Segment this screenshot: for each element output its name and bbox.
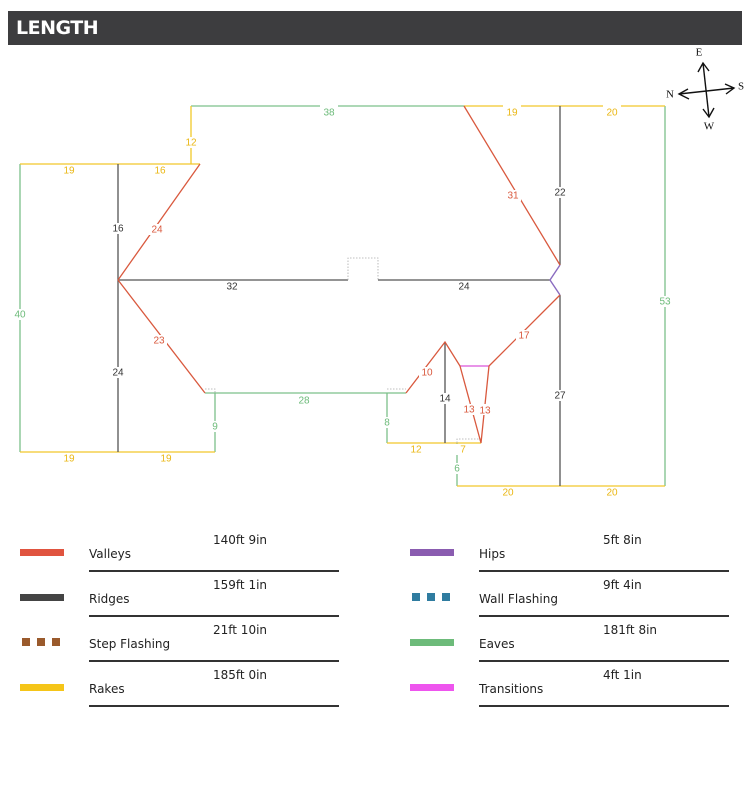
legend-item-step-flashing: Step Flashing 21ft 10in xyxy=(0,620,340,664)
step-flashing-swatch-icon xyxy=(22,638,66,646)
compass-east: E xyxy=(696,47,703,59)
legend-name: Valleys xyxy=(89,547,132,561)
legend-name: Transitions xyxy=(479,682,544,696)
compass-icon xyxy=(677,61,736,119)
label-valley-10: 10 xyxy=(421,368,433,379)
label-ridge-24-center: 24 xyxy=(458,282,470,293)
label-rake-bottom-20a: 20 xyxy=(502,488,514,499)
rakes-lines xyxy=(20,105,665,487)
compass-south: S xyxy=(738,81,744,93)
divider xyxy=(479,705,729,707)
hips-lines xyxy=(549,264,561,296)
legend-name: Step Flashing xyxy=(89,637,171,651)
legend-value: 4ft 1in xyxy=(603,668,642,682)
label-rake-19-left: 19 xyxy=(63,166,75,177)
transitions-swatch-icon xyxy=(410,684,454,691)
compass-north: N xyxy=(666,89,674,101)
legend-name: Hips xyxy=(479,547,506,561)
compass-west: W xyxy=(704,121,715,133)
label-rake-7: 7 xyxy=(460,445,466,456)
label-valley-24: 24 xyxy=(151,225,163,236)
label-ridge-27: 27 xyxy=(554,391,566,402)
label-valley-31: 31 xyxy=(507,191,519,202)
legend-value: 159ft 1in xyxy=(213,578,268,592)
legend-value: 181ft 8in xyxy=(603,623,658,637)
section-header: LENGTH xyxy=(8,11,742,45)
label-eave-8: 8 xyxy=(384,418,390,429)
divider xyxy=(89,705,339,707)
wall-flashing-swatch-icon xyxy=(412,593,456,601)
label-rake-12: 12 xyxy=(185,138,197,149)
label-ridge-22: 22 xyxy=(554,188,566,199)
legend-value: 140ft 9in xyxy=(213,533,268,547)
divider xyxy=(479,570,729,572)
legend-item-wall-flashing: Wall Flashing 9ft 4in xyxy=(390,575,730,619)
divider xyxy=(89,570,339,572)
label-rake-bottom-19a: 19 xyxy=(63,454,75,465)
legend-item-hips: Hips 5ft 8in xyxy=(390,530,730,574)
label-valley-23: 23 xyxy=(153,336,165,347)
label-rake-19: 19 xyxy=(506,108,518,119)
ridges-swatch-icon xyxy=(20,594,64,601)
label-ridge-14: 14 xyxy=(439,394,451,405)
legend-value: 21ft 10in xyxy=(213,623,268,637)
legend-item-ridges: Ridges 159ft 1in xyxy=(0,575,340,619)
legend-name: Rakes xyxy=(89,682,125,696)
label-eave-40: 40 xyxy=(14,310,26,321)
label-eave-6: 6 xyxy=(454,464,460,475)
label-ridge-32: 32 xyxy=(226,282,238,293)
label-valley-13b: 13 xyxy=(479,406,491,417)
label-rake-bottom-19b: 19 xyxy=(160,454,172,465)
label-eave-38: 38 xyxy=(323,108,335,119)
label-eave-9: 9 xyxy=(212,422,218,433)
label-rake-20: 20 xyxy=(606,108,618,119)
hips-swatch-icon xyxy=(410,549,454,556)
label-eave-53: 53 xyxy=(659,297,671,308)
label-eave-28: 28 xyxy=(298,396,310,407)
roof-length-diagram: E N S W xyxy=(12,46,745,499)
eaves-swatch-icon xyxy=(410,639,454,646)
diagram-labels: 38 19 20 12 19 16 16 24 40 32 24 31 22 5… xyxy=(12,101,673,499)
divider xyxy=(479,660,729,662)
divider xyxy=(89,615,339,617)
label-rake-12-bottom: 12 xyxy=(410,445,422,456)
eaves-lines xyxy=(19,105,666,486)
step-flashing-marks xyxy=(205,257,481,443)
legend-item-transitions: Transitions 4ft 1in xyxy=(390,665,730,709)
legend-name: Eaves xyxy=(479,637,515,651)
label-ridge-16: 16 xyxy=(112,224,124,235)
label-rake-bottom-20b: 20 xyxy=(606,488,618,499)
label-valley-17: 17 xyxy=(518,331,530,342)
legend-name: Wall Flashing xyxy=(479,592,558,606)
legend-item-rakes: Rakes 185ft 0in xyxy=(0,665,340,709)
rakes-swatch-icon xyxy=(20,684,64,691)
legend-value: 9ft 4in xyxy=(603,578,642,592)
legend-value: 5ft 8in xyxy=(603,533,642,547)
ridges-lines xyxy=(117,106,561,486)
section-title: LENGTH xyxy=(16,17,99,39)
legend-item-eaves: Eaves 181ft 8in xyxy=(390,620,730,664)
valleys-swatch-icon xyxy=(20,549,64,556)
label-ridge-24-left: 24 xyxy=(112,368,124,379)
legend-item-valleys: Valleys 140ft 9in xyxy=(0,530,340,574)
legend-value: 185ft 0in xyxy=(213,668,268,682)
label-rake-16: 16 xyxy=(154,166,166,177)
legend-name: Ridges xyxy=(89,592,130,606)
divider xyxy=(479,615,729,617)
label-valley-13a: 13 xyxy=(463,405,475,416)
divider xyxy=(89,660,339,662)
